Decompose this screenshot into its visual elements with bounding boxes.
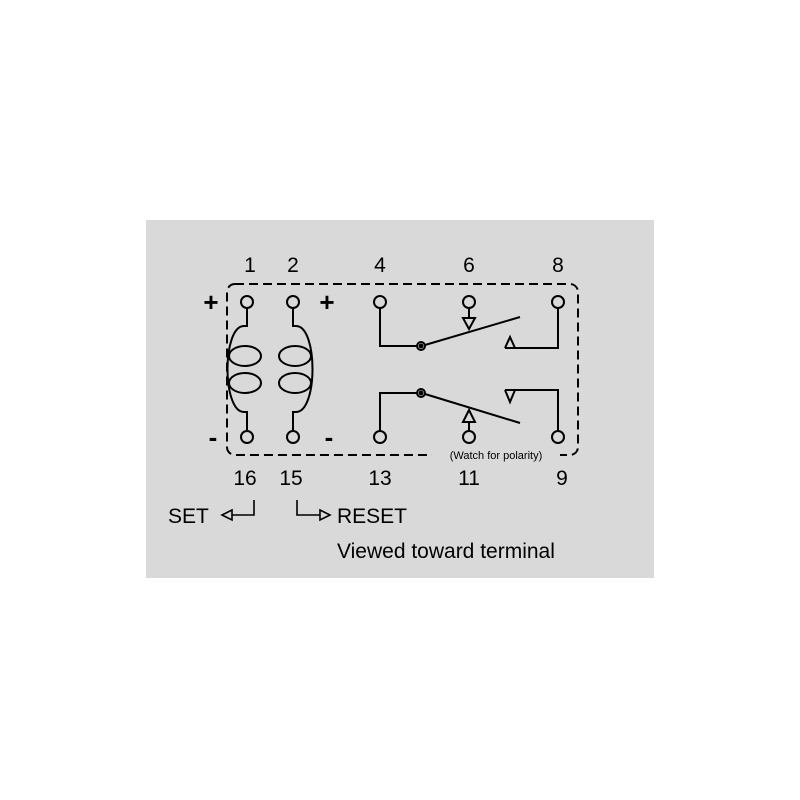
pin-label-15: 15 [279,467,302,490]
reset-arrow-icon [296,500,332,522]
upper-switch-icon [379,308,559,351]
minus-sign-reset: - [325,422,334,452]
plus-sign-set: + [203,287,218,317]
set-coil-icon [226,308,262,431]
minus-sign-set: - [209,422,218,452]
polarity-note: (Watch for polarity) [450,450,543,462]
reset-label: RESET [337,505,407,528]
pin-label-13: 13 [368,467,391,490]
pin-label-16: 16 [233,467,256,490]
lower-switch-icon [379,388,559,431]
pin-label-2: 2 [287,254,299,277]
set-arrow-icon [220,500,255,522]
pin-label-11: 11 [458,467,480,490]
diagram-background [146,220,654,578]
pin-label-4: 4 [374,254,386,277]
set-label: SET [168,505,209,528]
pin-label-1: 1 [244,254,256,277]
reset-coil-icon [278,308,314,431]
caption: Viewed toward terminal [337,540,555,563]
plus-sign-reset: + [319,287,334,317]
pin-label-9: 9 [556,467,568,490]
pin-label-8: 8 [552,254,564,277]
pin-label-6: 6 [463,254,475,277]
